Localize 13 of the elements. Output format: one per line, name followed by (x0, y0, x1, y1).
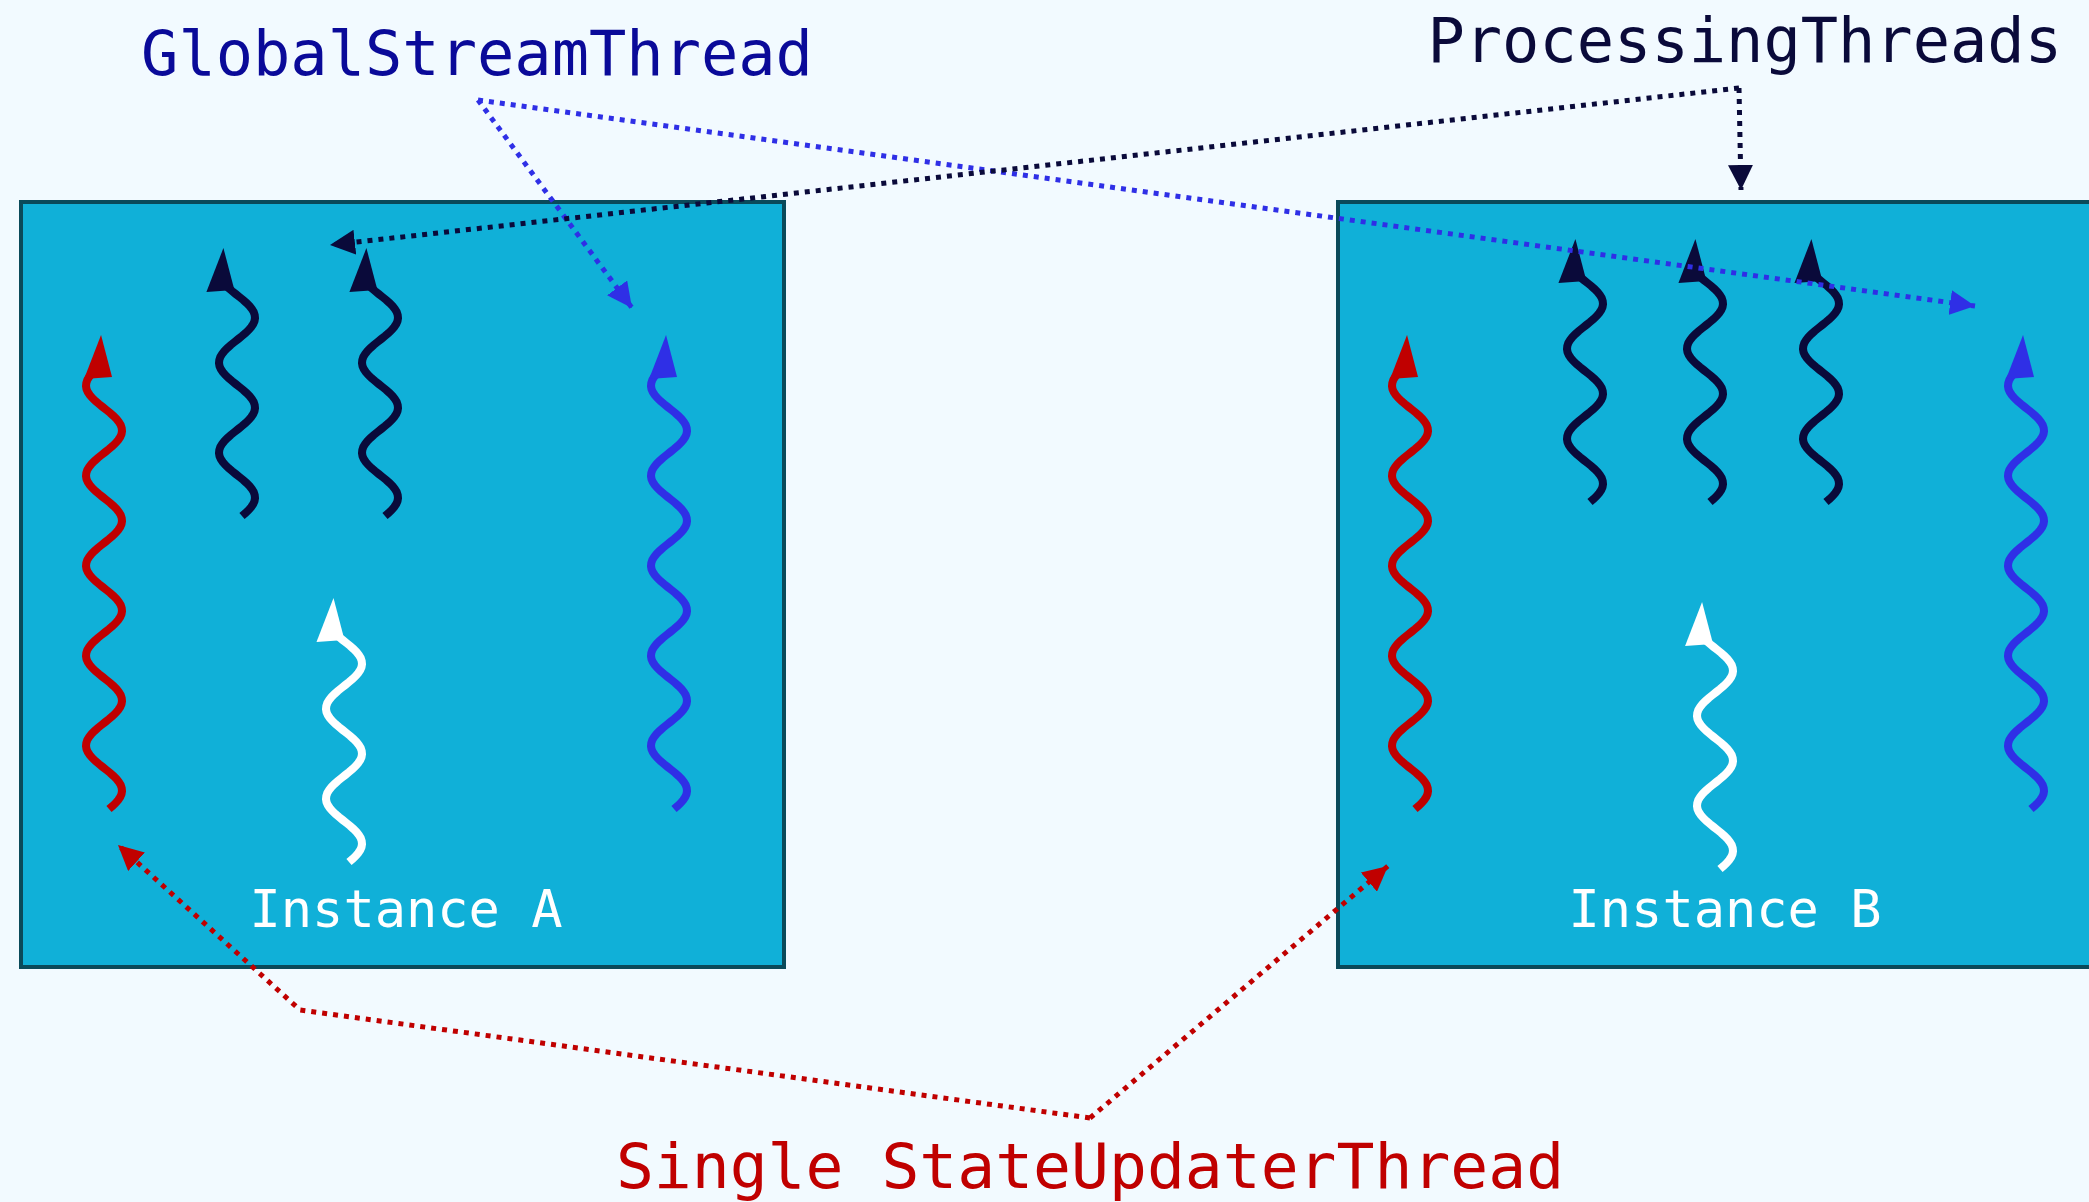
thread-label: Single StateUpdaterThread (615, 1129, 1565, 1202)
leader-line (1728, 87, 1753, 191)
thread-label: ProcessingThreads (1427, 3, 2062, 77)
instance-box (19, 200, 786, 969)
leader-line (329, 85, 1740, 255)
leader-line (476, 98, 634, 310)
leader-line (116, 843, 1091, 1121)
instance-label: Instance A (249, 879, 563, 939)
instance-box (1336, 200, 2089, 969)
leader-line (1088, 864, 1390, 1120)
leader-line (477, 97, 1976, 315)
thread-label: GlobalStreamThread (141, 16, 813, 90)
instance-label: Instance B (1568, 879, 1882, 939)
